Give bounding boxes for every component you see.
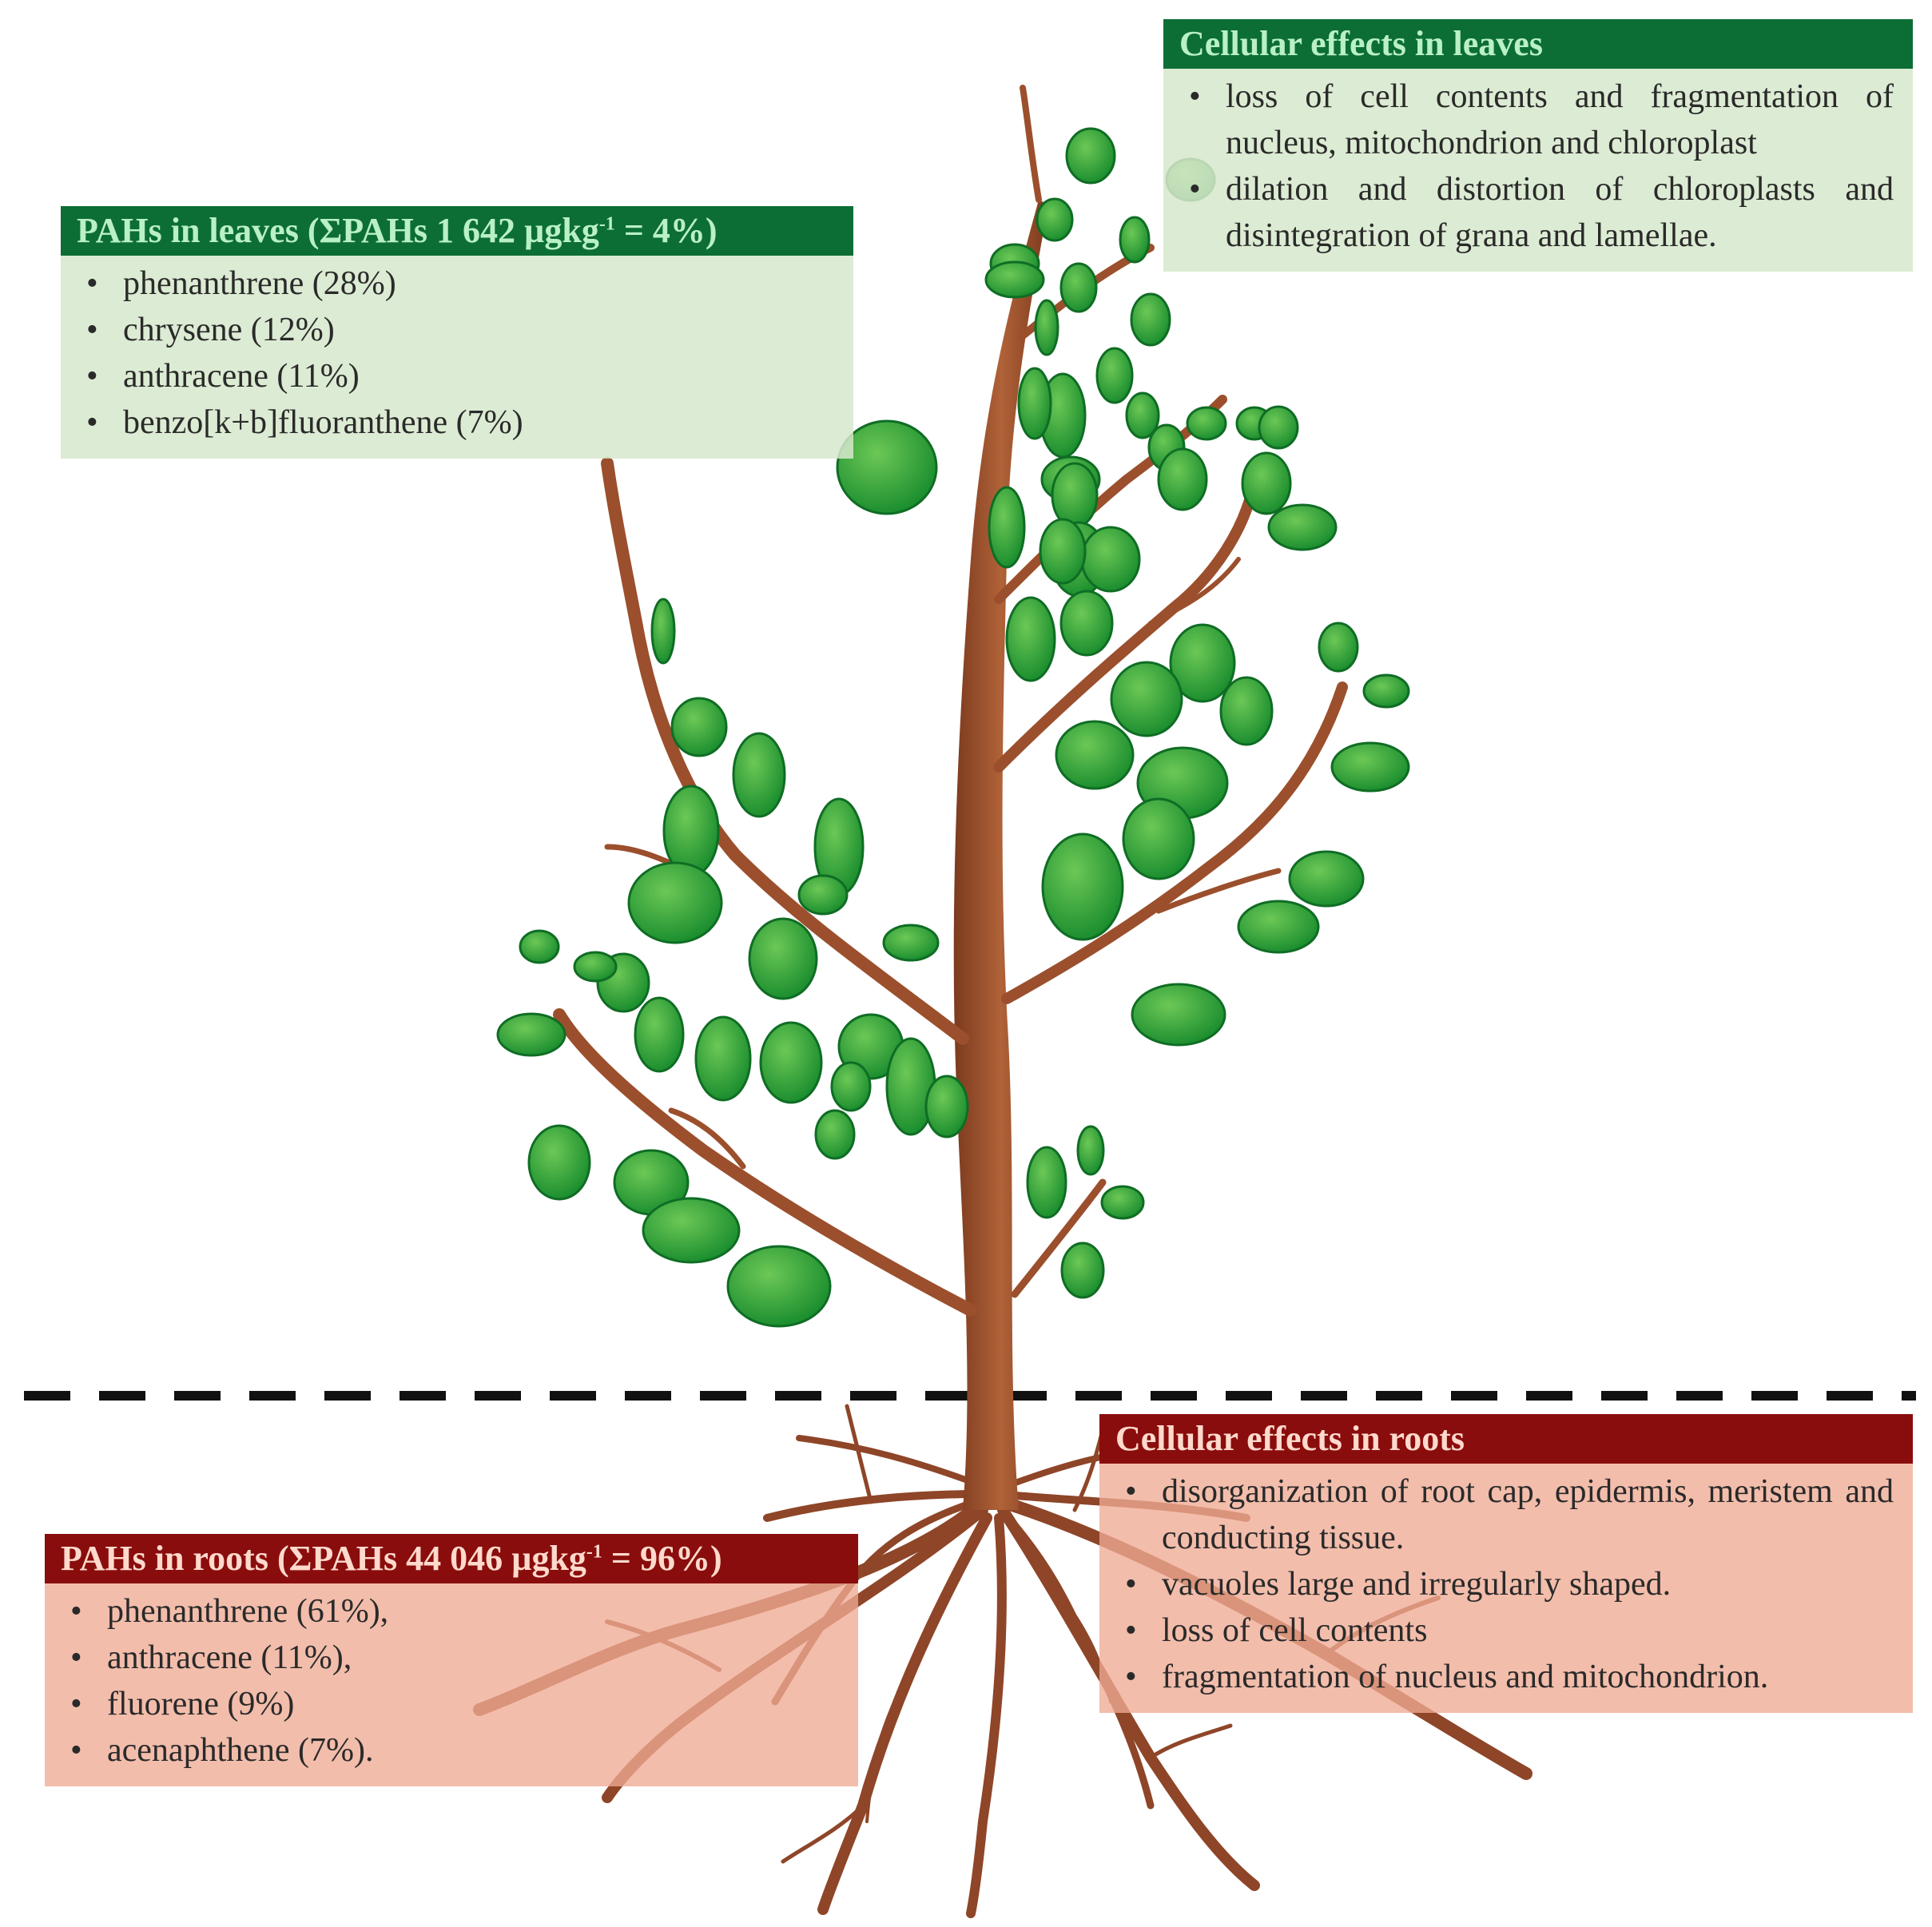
leaves-pahs-title: PAHs in leaves (ΣPAHs 1 642 µgkg-1 = 4%): [61, 206, 853, 256]
roots-pahs-list: phenanthrene (61%), anthracene (11%), fl…: [45, 1583, 858, 1786]
list-item: fluorene (9%): [70, 1681, 839, 1727]
list-item: loss of cell contents and fragmentation …: [1189, 74, 1894, 166]
leaves-pahs-list: phenanthrene (28%) chrysene (12%) anthra…: [61, 256, 853, 459]
roots-effects-title: Cellular effects in roots: [1099, 1414, 1913, 1464]
list-item: benzo[k+b]fluoranthene (7%): [86, 399, 834, 446]
leaves-effects-title: Cellular effects in leaves: [1163, 19, 1913, 69]
list-item: phenanthrene (61%),: [70, 1588, 839, 1635]
list-item: anthracene (11%),: [70, 1635, 839, 1681]
roots-effects-box: Cellular effects in roots disorganizatio…: [1099, 1414, 1913, 1713]
list-item: vacuoles large and irregularly shaped.: [1125, 1561, 1894, 1607]
leaves-effects-box: Cellular effects in leaves loss of cell …: [1163, 19, 1913, 272]
list-item: disorganization of root cap, epidermis, …: [1125, 1468, 1894, 1561]
list-item: dilation and distortion of chloroplasts …: [1189, 166, 1894, 259]
roots-pahs-title: PAHs in roots (ΣPAHs 44 046 µgkg-1 = 96%…: [45, 1534, 858, 1583]
list-item: phenanthrene (28%): [86, 260, 834, 307]
leaves: [496, 127, 1410, 1328]
list-item: loss of cell contents: [1125, 1607, 1894, 1654]
list-item: acenaphthene (7%).: [70, 1727, 839, 1774]
list-item: chrysene (12%): [86, 307, 834, 353]
list-item: fragmentation of nucleus and mitochondri…: [1125, 1654, 1894, 1700]
roots-pahs-box: PAHs in roots (ΣPAHs 44 046 µgkg-1 = 96%…: [45, 1534, 858, 1786]
trunk: [953, 200, 1048, 1510]
roots-effects-list: disorganization of root cap, epidermis, …: [1099, 1464, 1913, 1713]
leaves-pahs-box: PAHs in leaves (ΣPAHs 1 642 µgkg-1 = 4%)…: [61, 206, 853, 459]
leaves-effects-list: loss of cell contents and fragmentation …: [1163, 69, 1913, 272]
list-item: anthracene (11%): [86, 353, 834, 399]
